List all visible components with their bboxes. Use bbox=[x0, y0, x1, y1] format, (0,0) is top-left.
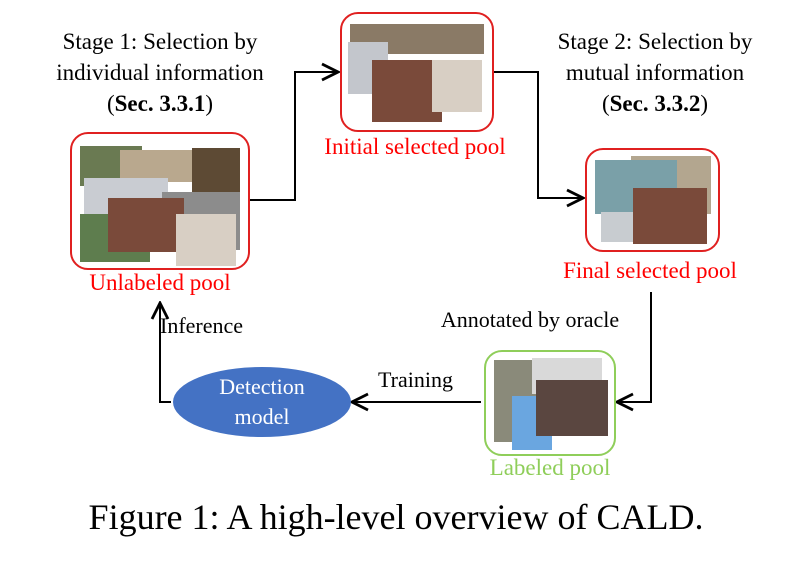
detection-model-ellipse bbox=[173, 367, 351, 437]
figure-caption: Figure 1: A high-level overview of CALD. bbox=[88, 497, 704, 537]
arrow-model-to-unlabeled bbox=[160, 303, 171, 403]
initial-pool-label: Initial selected pool bbox=[324, 134, 506, 159]
labeled-pool-box bbox=[484, 350, 616, 456]
final-pool-label: Final selected pool bbox=[563, 258, 737, 283]
unlabeled-pool-label: Unlabeled pool bbox=[89, 270, 231, 295]
pool-image bbox=[192, 148, 240, 192]
pool-image bbox=[536, 380, 608, 436]
final-pool-box bbox=[585, 148, 720, 252]
pool-image bbox=[108, 198, 184, 252]
initial-pool-box bbox=[340, 12, 494, 132]
pool-image bbox=[372, 60, 442, 122]
detection-model[interactable]: Detection model bbox=[219, 374, 305, 429]
pool-image bbox=[120, 150, 200, 182]
labeled-pool-label: Labeled pool bbox=[489, 455, 611, 480]
arrow-final-to-labeled bbox=[617, 292, 652, 402]
stage1-label: Stage 1: Selection by individual informa… bbox=[56, 29, 264, 116]
pool-image bbox=[633, 188, 707, 244]
arrow-unlabeled-to-initial bbox=[250, 72, 338, 201]
pool-image bbox=[176, 214, 236, 266]
pool-image bbox=[432, 60, 482, 112]
inference-label: Inference bbox=[160, 313, 244, 338]
training-label: Training bbox=[378, 367, 453, 392]
stage2-label: Stage 2: Selection by mutual information… bbox=[557, 29, 753, 116]
arrow-initial-to-final bbox=[494, 71, 583, 198]
annotated-label: Annotated by oracle bbox=[440, 307, 620, 332]
unlabeled-pool-box bbox=[70, 132, 250, 270]
